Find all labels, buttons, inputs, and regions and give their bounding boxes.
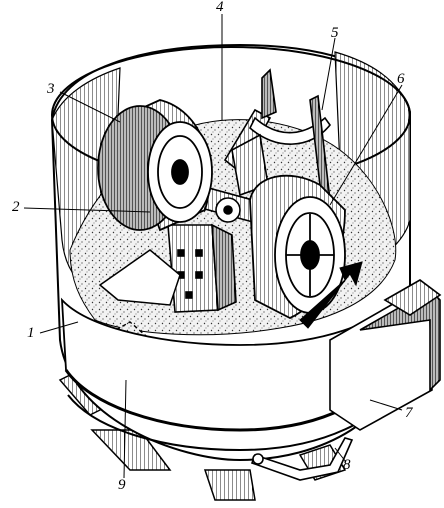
scraper-left (98, 249, 181, 306)
callout-4: 4 (216, 0, 224, 15)
central-column (167, 223, 237, 313)
rotation-arrow (299, 261, 363, 329)
leader-lines (23, 14, 403, 479)
roller-left (97, 99, 213, 232)
lever (250, 437, 354, 481)
drive-box (329, 279, 442, 431)
callout-5: 5 (331, 25, 339, 41)
roller-right (249, 174, 346, 319)
callout-2: 2 (12, 199, 20, 215)
callout-9: 9 (118, 477, 126, 493)
callout-7: 7 (405, 405, 413, 421)
callout-6: 6 (397, 71, 405, 87)
callout-1: 1 (27, 325, 35, 341)
callout-8: 8 (343, 457, 351, 473)
callout-3: 3 (47, 81, 55, 97)
